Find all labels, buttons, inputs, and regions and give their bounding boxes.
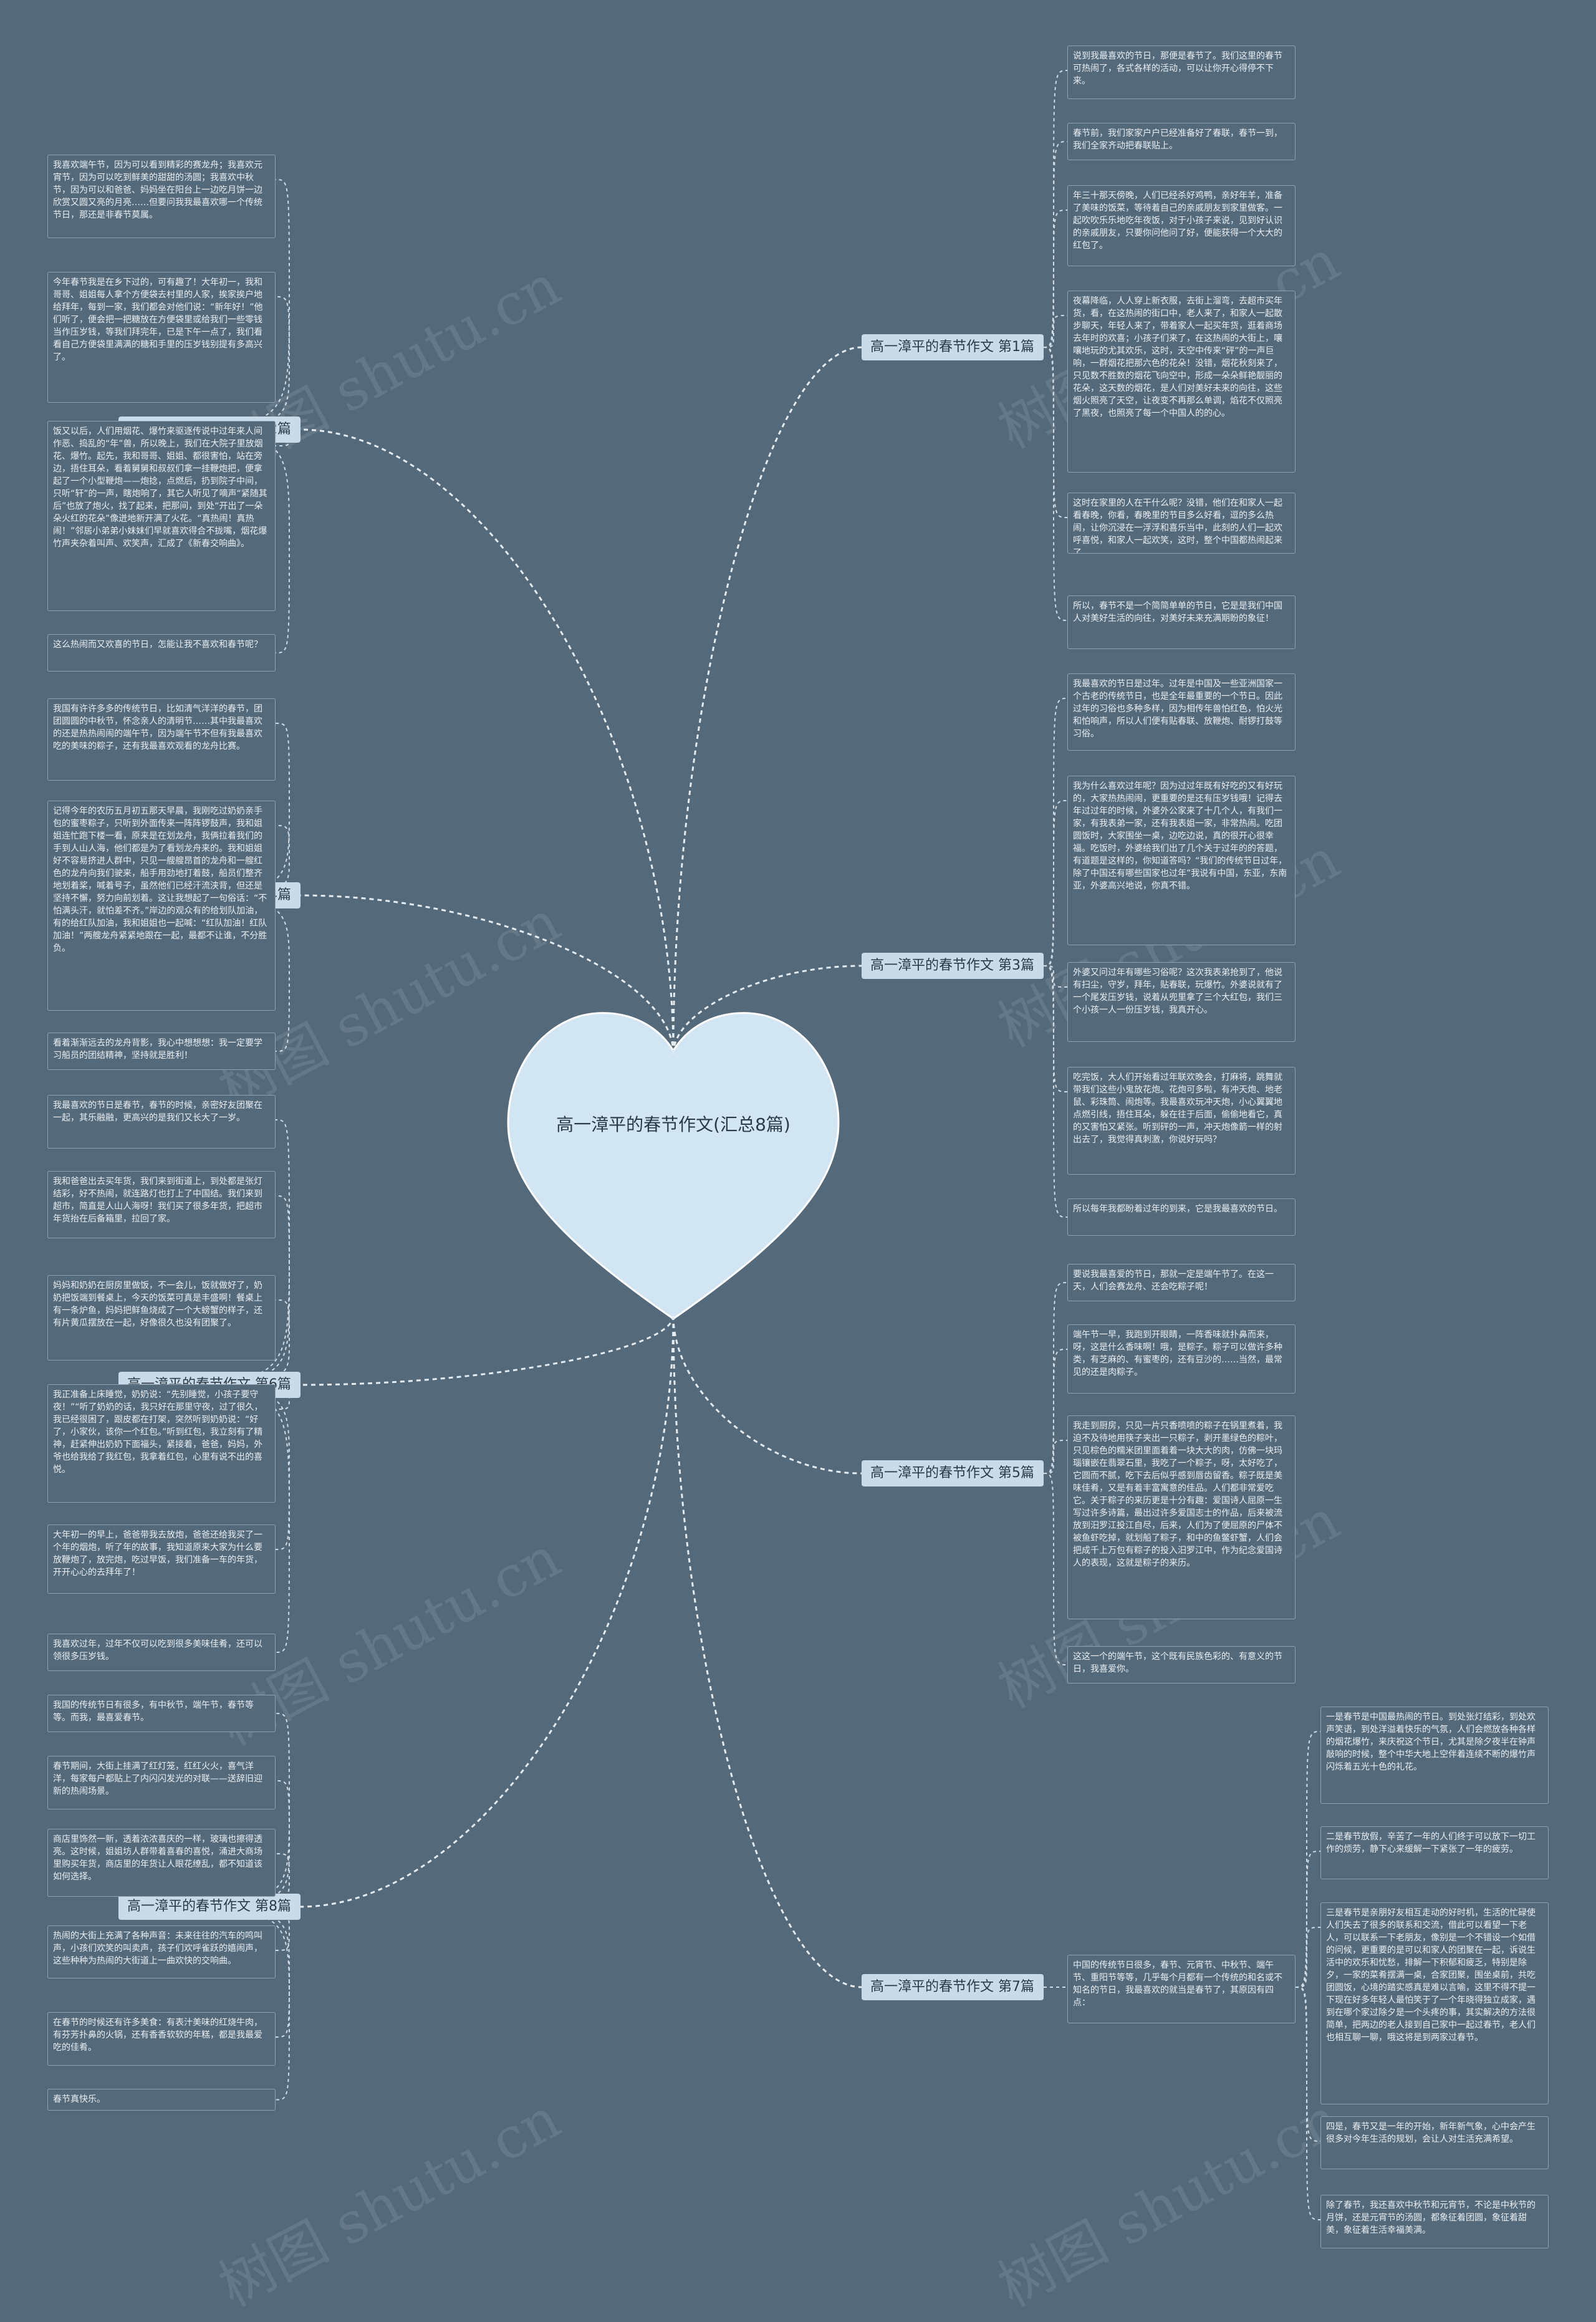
essay-paragraph: 这么热闹而又欢喜的节日，怎能让我不喜欢和春节呢？ bbox=[47, 634, 276, 672]
essay-paragraph: 外婆又问过年有哪些习俗呢？这次我表弟抢到了，他说有扫尘，守岁，拜年，贴春联，玩爆… bbox=[1067, 962, 1296, 1042]
connector-line bbox=[1043, 315, 1068, 348]
essay-paragraph: 所以，春节不是一个简简单单的节日，它是是我们中国人对美好生活的向往，对美好未来充… bbox=[1067, 595, 1296, 649]
essay-paragraph: 我最喜欢的节日是春节，春节的时候，亲密好友团聚在一起，其乐融融，更高兴的是我们又… bbox=[47, 1095, 276, 1149]
connector-line bbox=[118, 1384, 290, 1550]
branch-intro-text: 中国的传统节日很多，春节、元宵节、中秋节、端午节、重阳节等等，几乎每个月都有一个… bbox=[1067, 1955, 1296, 2023]
essay-paragraph: 我走到厨房，只见一片只香喷喷的粽子在锅里煮着，我迫不及待地用筷子夹出一只粽子，剥… bbox=[1067, 1415, 1296, 1619]
essay-paragraph: 我最喜欢的节日是过年。过年是中国及一些亚洲国家一个古老的传统节日，也是全年最重要… bbox=[1067, 673, 1296, 751]
essay-paragraph: 端午节一早，我跑到开眼睛，一阵香味就扑鼻而来，呀，这是什么香味啊！哦，是粽子。粽… bbox=[1067, 1324, 1296, 1394]
branch-node[interactable]: 高一漳平的春节作文 第7篇 bbox=[862, 1974, 1044, 2000]
essay-paragraph: 春节前，我们家家户户已经准备好了春联，春节一到，我们全家齐动把春联贴上。 bbox=[1067, 123, 1296, 160]
essay-paragraph: 这这一个的端午节，这个既有民族色彩的、有意义的节日，我喜爱你。 bbox=[1067, 1646, 1296, 1684]
essay-paragraph: 夜幕降临，人人穿上新衣服，去街上溜弯，去超市买年货，看，在这热闹的街口中，老人来… bbox=[1067, 291, 1296, 473]
connector-line bbox=[1043, 800, 1068, 966]
essay-paragraph: 要说我最喜爱的节日，那就一定是端午节了。在这一天，人们会赛龙舟、还会吃粽子呢！ bbox=[1067, 1264, 1296, 1301]
essay-paragraph: 年三十那天傍晚，人们已经杀好鸡鸭，亲好年羊，准备了美味的饭菜，等待着自己的亲戚朋… bbox=[1067, 185, 1296, 266]
connector-line bbox=[1295, 1987, 1321, 2220]
essay-paragraph: 今年春节我是在乡下过的，可有趣了！大年初一，我和哥哥、姐姐每人拿个方便袋去村里的… bbox=[47, 272, 276, 403]
essay-paragraph: 二是春节放假，辛苦了一年的人们终于可以放下一切工作的烦劳，静下心来缓解一下紧张了… bbox=[1320, 1826, 1549, 1879]
essay-paragraph: 我国的传统节日有很多，有中秋节，端午节，春节等等。而我，最喜爱春节。 bbox=[47, 1695, 276, 1732]
essay-paragraph: 我为什么喜欢过年呢？因为过过年既有好吃的又有好玩的，大家热热闹闹，更重要的是还有… bbox=[1067, 776, 1296, 945]
essay-paragraph: 我正准备上床睡觉，奶奶说：“先别睡觉，小孩子要守夜！”“听了奶奶的话，我只好在那… bbox=[47, 1384, 276, 1503]
essay-paragraph: 我喜欢过年，过年不仅可以吃到很多美味佳肴，还可以领很多压岁钱。 bbox=[47, 1634, 276, 1671]
essay-paragraph: 四是，春节又是一年的开始，新年新气象，心中会产生很多对今年生活的规划，会让人对生… bbox=[1320, 2116, 1549, 2169]
essay-paragraph: 所以每年我都盼着过年的到来，它是我最喜欢的节日。 bbox=[1067, 1198, 1296, 1236]
connector-line bbox=[1295, 1731, 1321, 1988]
essay-paragraph: 吃完饭，大人们开始看过年联欢晚会，打麻将，跳舞就带我们这些小鬼放花炮。花炮可多啦… bbox=[1067, 1067, 1296, 1175]
branch-node[interactable]: 高一漳平的春节作文 第3篇 bbox=[862, 953, 1044, 979]
connector-line bbox=[300, 1315, 675, 1908]
connector-line bbox=[1043, 141, 1068, 348]
essay-paragraph: 我国有许许多多的传统节日，比如清气洋洋的春节，团团圆圆的中秋节，怀念亲人的清明节… bbox=[47, 698, 276, 781]
connector-line bbox=[672, 965, 862, 1054]
essay-paragraph: 热闹的大街上充满了各种声音：未来往往的汽车的鸣叫声，小孩们欢笑的叫卖声，孩子们欢… bbox=[47, 1925, 276, 1978]
connector-line bbox=[1043, 965, 1068, 1218]
connector-line bbox=[1043, 1349, 1068, 1474]
connector-line bbox=[672, 1315, 862, 1475]
essay-paragraph: 记得今年的农历五月初五那天早晨，我刚吃过奶奶亲手包的蜜枣粽子，只听到外面传来一阵… bbox=[47, 801, 276, 1011]
essay-paragraph: 除了春节，我还喜欢中秋节和元宵节，不论是中秋节的月饼，还是元宵节的汤圆，都象征着… bbox=[1320, 2195, 1549, 2248]
connector-line bbox=[1043, 965, 1068, 1092]
essay-paragraph: 大年初一的早上，爸爸带我去放炮，爸爸还给我买了一个年的烟炮，听了年的故事，我知道… bbox=[47, 1525, 276, 1594]
connector-line bbox=[118, 1384, 290, 1653]
connector-line bbox=[1043, 1282, 1068, 1474]
connector-line bbox=[1043, 210, 1068, 348]
connector-line bbox=[118, 1780, 291, 1907]
connector-line bbox=[118, 723, 290, 896]
essay-paragraph: 看着渐渐远去的龙舟背影，我心中想想想：我一定要学习船员的团结精神，坚持就是胜利！ bbox=[47, 1033, 276, 1070]
connector-line bbox=[1043, 1440, 1068, 1474]
connector-line bbox=[1295, 1851, 1321, 1988]
essay-paragraph: 我喜欢端午节，因为可以看到精彩的赛龙舟；我喜欢元宵节，因为可以吃到鲜美的甜甜的汤… bbox=[47, 155, 276, 238]
connector-line bbox=[1043, 1473, 1068, 1665]
essay-paragraph: 三是春节是亲朋好友相互走动的好时机，生活的忙碌使人们失去了很多的联系和交流，借此… bbox=[1320, 1902, 1549, 2104]
essay-paragraph: 春节期间，大街上挂满了红灯笼，红红火火，喜气洋洋，每家每户都贴上了内闪闪发光的对… bbox=[47, 1756, 276, 1809]
essay-paragraph: 饭又以后，人们用烟花、爆竹来驱逐传说中过年来人间作恶、捣乱的“年”兽，所以晚上，… bbox=[47, 421, 276, 611]
branch-node[interactable]: 高一漳平的春节作文 第1篇 bbox=[862, 334, 1044, 360]
branch-node[interactable]: 高一漳平的春节作文 第5篇 bbox=[862, 1460, 1044, 1486]
connector-line bbox=[300, 1315, 675, 1386]
connector-line bbox=[1043, 965, 1068, 988]
connector-line bbox=[1043, 698, 1068, 966]
connector-line bbox=[672, 346, 862, 1054]
connector-line bbox=[118, 1906, 291, 2038]
branch-node[interactable]: 高一漳平的春节作文 第8篇 bbox=[118, 1894, 300, 1920]
essay-paragraph: 我和爸爸出去买年货，我们来到街道上，到处都是张灯结彩，好不热闹，就连路灯也打上了… bbox=[47, 1171, 276, 1238]
essay-paragraph: 妈妈和奶奶在厨房里做饭，不一会儿，饭就做好了，奶奶把饭端到餐桌上，今天的饭菜可真… bbox=[47, 1275, 276, 1361]
connector-line bbox=[1043, 347, 1068, 621]
central-topic[interactable]: 高一漳平的春节作文(汇总8篇) bbox=[556, 1114, 791, 1135]
essay-paragraph: 商店里饰然一新，透着浓浓喜庆的一样，玻璃也擦得透亮。这时候，姐姐坊人群带着喜春的… bbox=[47, 1829, 276, 1897]
connector-line bbox=[300, 428, 675, 1054]
connector-line bbox=[300, 894, 675, 1054]
essay-paragraph: 说到我最喜欢的节日，那便是春节了。我们这里的春节可热闹了，各式各样的活动，可以让… bbox=[1067, 46, 1296, 99]
connector-line bbox=[1043, 70, 1068, 348]
center-heart-shape bbox=[507, 1012, 840, 1320]
connector-line bbox=[672, 1315, 862, 1988]
connector-line bbox=[1295, 1927, 1321, 1988]
essay-paragraph: 春节真快乐。 bbox=[47, 2089, 276, 2111]
essay-paragraph: 在春节的时候还有许多美食：有表汁美味的红烧牛肉，有芬芳扑鼻的火锅，还有香香软软的… bbox=[47, 2012, 276, 2066]
essay-paragraph: 这时在家里的人在干什么呢？没错，他们在和家人一起看春晚，你看，春晚里的节目多么好… bbox=[1067, 493, 1296, 554]
essay-paragraph: 一是春节是中国最热闹的节日。到处张灯结彩，到处欢声笑语，到处洋溢着快乐的气氛，人… bbox=[1320, 1707, 1549, 1804]
